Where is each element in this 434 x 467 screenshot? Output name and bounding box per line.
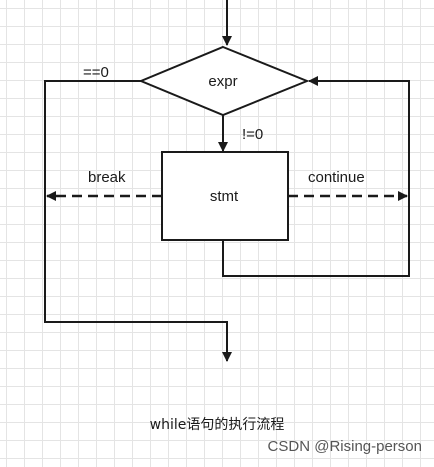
continue-label: continue [308,169,365,186]
false-edge-label: ==0 [83,64,109,81]
body-box [161,151,289,241]
diagram-caption: while语句的执行流程 [149,417,285,433]
watermark: CSDN @Rising-person [267,438,422,455]
condition-label: expr [208,73,237,90]
break-label: break [88,169,126,186]
body-label: stmt [210,188,239,205]
true-edge-label: !=0 [242,126,263,143]
loop-back-edge [222,76,410,277]
false-edge [44,80,232,362]
